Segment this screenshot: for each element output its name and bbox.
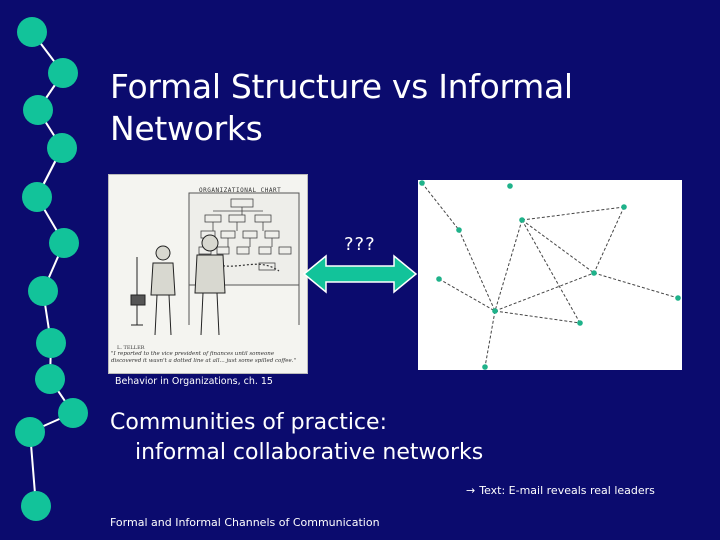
cartoon-signature: L. TELLER — [117, 345, 145, 351]
slide-title-line2: Networks — [110, 109, 263, 148]
arrow-right-icon: → — [466, 484, 476, 497]
double-arrow-icon — [302, 254, 418, 294]
email-leaders-note-text: Text: E-mail reveals real leaders — [479, 484, 655, 497]
cartoon-chart-title: ORGANIZATIONAL CHART — [199, 187, 282, 194]
communities-heading-line2: informal collaborative networks — [135, 440, 484, 465]
slide-title: Formal Structure vs Informal Networks — [110, 66, 630, 150]
network-graph — [419, 180, 681, 370]
slide-footer: Formal and Informal Channels of Communic… — [110, 516, 380, 529]
communities-heading: Communities of practice: informal collab… — [110, 408, 483, 468]
cartoon-caption-text: "I reported to the vice president of fin… — [111, 351, 297, 364]
organizational-chart-cartoon: ORGANIZATIONAL CHART L. TELLER "I report… — [108, 174, 308, 374]
slide-title-line1: Formal Structure vs Informal — [110, 67, 573, 106]
cartoon-drawing — [130, 192, 300, 336]
question-marks: ??? — [344, 234, 376, 255]
communities-heading-line1: Communities of practice: — [110, 410, 387, 435]
informal-network-diagram — [418, 180, 682, 370]
decorative-chain — [15, 17, 88, 521]
email-leaders-note: →Text: E-mail reveals real leaders — [466, 484, 655, 497]
cartoon-source-caption: Behavior in Organizations, ch. 15 — [115, 376, 273, 387]
